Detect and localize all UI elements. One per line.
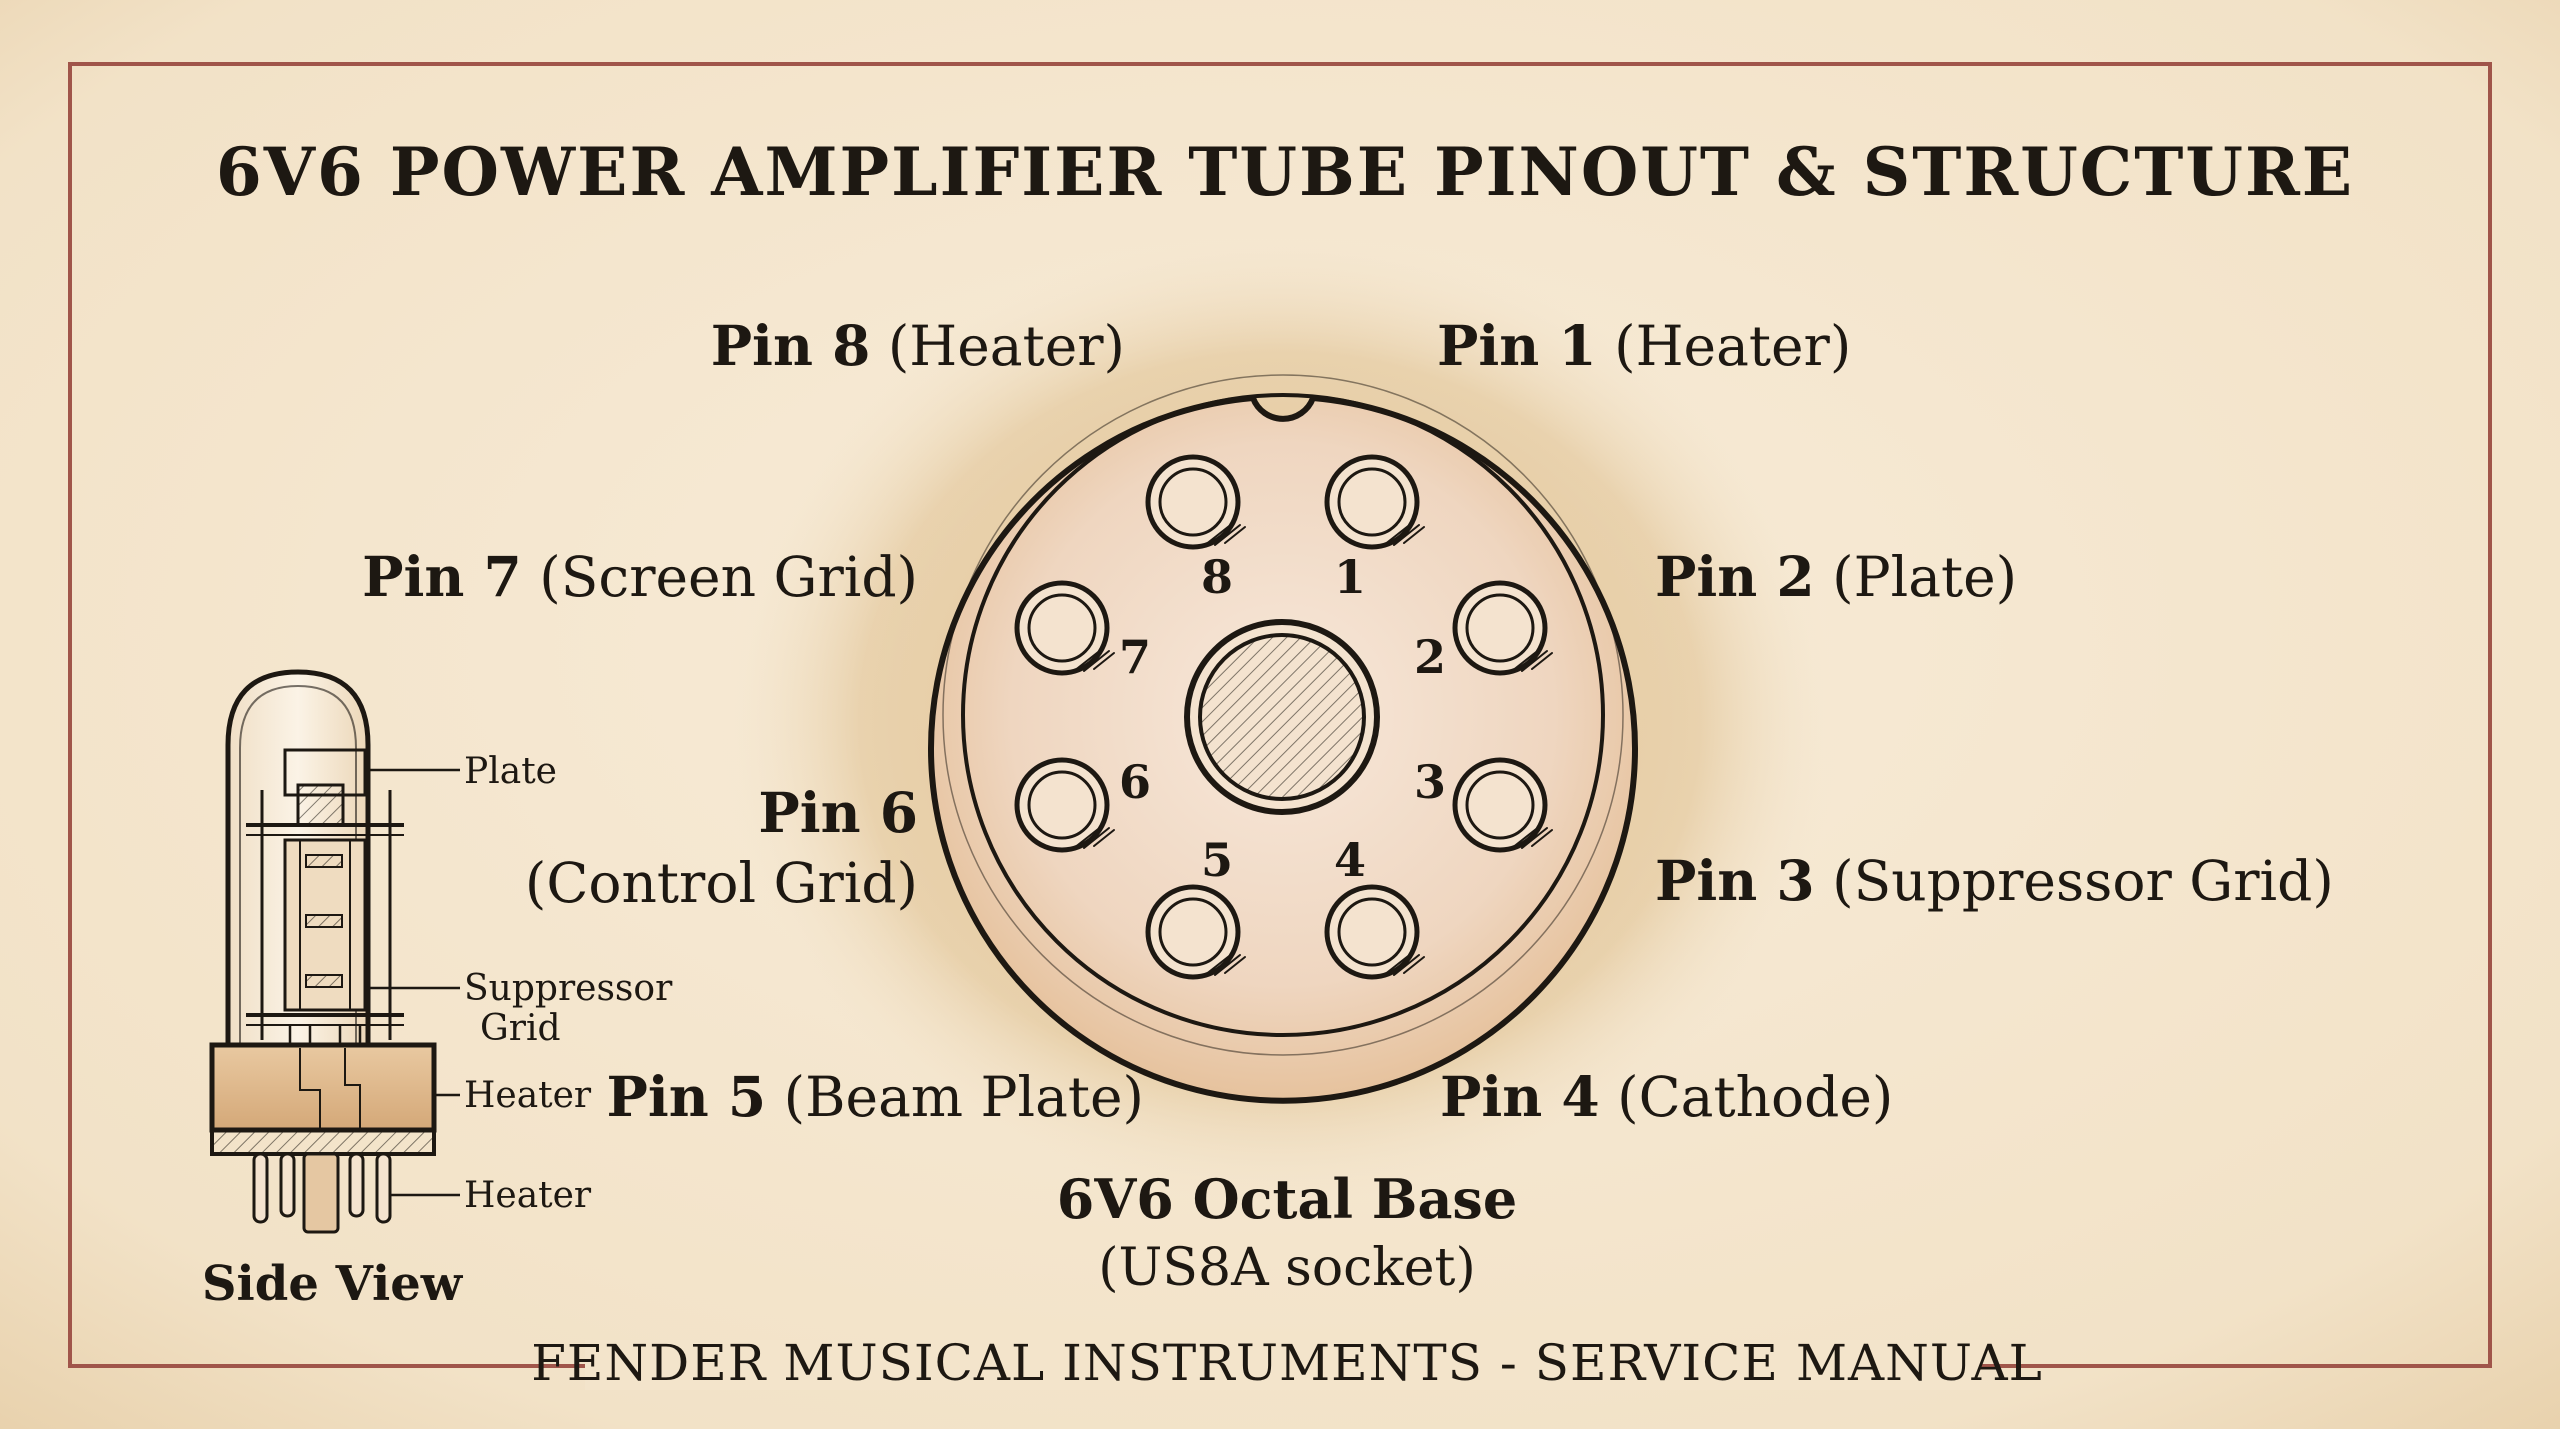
label-pin-2: Pin 2 (Plate) [1655, 544, 2017, 609]
pin-number-3: 3 [1414, 755, 1446, 809]
label-pin-7: Pin 7 (Screen Grid) [362, 544, 918, 609]
socket-pin-7 [1014, 580, 1115, 676]
socket-pin-3 [1452, 757, 1553, 853]
label-pin-6: Pin 6(Control Grid) [525, 780, 918, 915]
pin-number-6: 6 [1119, 755, 1151, 809]
side-label-heater-top: Heater [464, 1075, 592, 1116]
footer-text: FENDER MUSICAL INSTRUMENTS - SERVICE MAN… [531, 1334, 2043, 1392]
label-pin-1: Pin 1 (Heater) [1437, 313, 1851, 378]
socket-pin-1 [1324, 454, 1425, 550]
pin-number-8: 8 [1201, 550, 1233, 604]
side-label-plate: Plate [464, 751, 557, 792]
tube-base [209, 1042, 437, 1133]
pin-number-1: 1 [1334, 550, 1366, 604]
octal-socket: 8 1 2 3 4 5 6 7 [928, 374, 1638, 1104]
socket-pin-8 [1145, 454, 1246, 550]
pin-number-2: 2 [1414, 630, 1446, 684]
pin-number-4: 4 [1334, 833, 1366, 887]
socket-pin-2 [1452, 580, 1553, 676]
socket-pin-5 [1145, 884, 1246, 980]
side-label-heater-bottom: Heater [464, 1175, 592, 1216]
base-socket-type: (US8A socket) [1098, 1238, 1475, 1298]
pin-number-5: 5 [1201, 833, 1233, 887]
label-pin-5: Pin 5 (Beam Plate) [607, 1064, 1145, 1129]
side-label-suppressor: Suppressor [464, 968, 673, 1009]
socket-pin-4 [1324, 884, 1425, 980]
side-view-caption: Side View [202, 1256, 464, 1312]
base-name: 6V6 Octal Base [1057, 1167, 1517, 1231]
label-pin-8: Pin 8 (Heater) [711, 313, 1125, 378]
page-title: 6V6 POWER AMPLIFIER TUBE PINOUT & STRUCT… [216, 133, 2354, 211]
key-post [302, 1152, 340, 1234]
label-pin-4: Pin 4 (Cathode) [1440, 1064, 1893, 1129]
socket-pin-6 [1014, 757, 1115, 853]
side-label-suppressor-grid: Grid [480, 1008, 561, 1049]
socket-inner-ring [961, 393, 1605, 1037]
pin-number-7: 7 [1119, 630, 1151, 684]
label-pin-3: Pin 3 (Suppressor Grid) [1655, 848, 2334, 913]
tube-side-view: Plate Suppressor Grid Heater Heater Side… [202, 669, 673, 1312]
footer-gap [585, 1340, 1980, 1390]
